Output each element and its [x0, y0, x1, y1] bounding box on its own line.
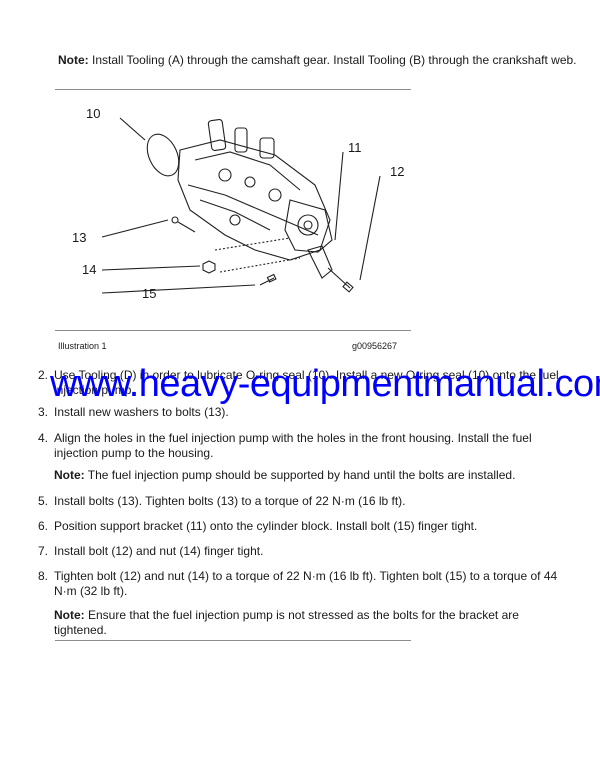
step-number: 2.	[38, 368, 49, 382]
step-4: 4. Align the holes in the fuel injection…	[38, 431, 568, 461]
bolt-12	[327, 267, 351, 289]
fuel-injection-pump-illustration: 10 11 12 13 14 15	[60, 100, 420, 320]
callout-12: 12	[390, 164, 404, 179]
bolt-13	[177, 221, 196, 233]
step-text: Align the holes in the fuel injection pu…	[54, 431, 532, 460]
callout-11: 11	[348, 140, 362, 155]
note-support-pump: Note: The fuel injection pump should be …	[54, 468, 574, 483]
step-text: Install new washers to bolts (13).	[54, 405, 229, 419]
note-label: Note:	[58, 53, 89, 67]
step-2: 2. Use Tooling (D) in order to lubricate…	[38, 368, 568, 398]
step-text: Position support bracket (11) onto the c…	[54, 519, 478, 533]
bolt-15	[259, 277, 275, 286]
note-text: The fuel injection pump should be suppor…	[84, 468, 516, 482]
o-ring-seal	[146, 133, 180, 177]
step-8: 8. Tighten bolt (12) and nut (14) to a t…	[38, 569, 568, 599]
callout-13: 13	[72, 230, 86, 245]
note-text: Install Tooling (A) through the camshaft…	[88, 53, 577, 67]
pump-flange	[284, 199, 333, 253]
step-text: Install bolts (13). Tighten bolts (13) t…	[54, 494, 406, 508]
note-label: Note:	[54, 468, 85, 482]
figure-divider	[55, 330, 411, 331]
watermark: www.heavy-equipmentmanual.com	[50, 363, 600, 405]
illustration-id: g00956267	[352, 341, 398, 351]
callout-15: 15	[142, 286, 156, 301]
step-6: 6. Position support bracket (11) onto th…	[38, 519, 568, 534]
note-text: Ensure that the fuel injection pump is n…	[54, 608, 519, 637]
note-label: Note:	[54, 608, 85, 622]
bottom-divider	[55, 640, 411, 641]
step-7: 7. Install bolt (12) and nut (14) finger…	[38, 544, 568, 559]
illustration-caption: Illustration 1	[58, 341, 107, 351]
step-text: Install bolt (12) and nut (14) finger ti…	[54, 544, 264, 558]
pump-diagram: 10 11 12 13 14 15	[72, 106, 404, 301]
step-number: 3.	[38, 405, 49, 419]
support-bracket	[307, 245, 333, 279]
step-3: 3. Install new washers to bolts (13).	[38, 405, 568, 420]
step-text: Use Tooling (D) in order to lubricate O-…	[54, 368, 559, 397]
step-number: 5.	[38, 494, 49, 508]
note-install-tooling: Note: Install Tooling (A) through the ca…	[58, 52, 578, 68]
callout-10: 10	[86, 106, 100, 121]
top-divider	[55, 89, 411, 90]
nut-14	[202, 260, 216, 274]
step-number: 7.	[38, 544, 49, 558]
step-5: 5. Install bolts (13). Tighten bolts (13…	[38, 494, 568, 509]
pump-body	[177, 139, 331, 261]
step-number: 6.	[38, 519, 49, 533]
note-bracket-stress: Note: Ensure that the fuel injection pum…	[54, 608, 574, 638]
callout-14: 14	[82, 262, 96, 277]
step-number: 8.	[38, 569, 49, 583]
step-text: Tighten bolt (12) and nut (14) to a torq…	[54, 569, 558, 598]
step-number: 4.	[38, 431, 49, 445]
